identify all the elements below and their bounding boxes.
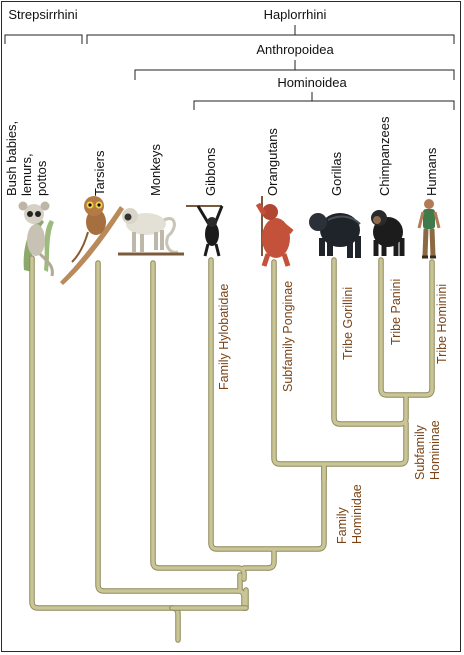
taxon-chimpanzees: Chimpanzees bbox=[377, 116, 392, 196]
strepsirrhini-label: Strepsirrhini bbox=[8, 7, 77, 22]
clade-tribe-panini: Tribe Panini bbox=[389, 279, 403, 345]
taxon-gibbons: Gibbons bbox=[203, 147, 218, 196]
taxon-bush-babies-line3: pottos bbox=[34, 160, 49, 196]
human-icon bbox=[417, 199, 441, 259]
taxon-gorillas: Gorillas bbox=[329, 151, 344, 196]
gorilla-icon bbox=[309, 213, 361, 258]
haplorrhini-label: Haplorrhini bbox=[264, 7, 327, 22]
haplorrhini-bracket bbox=[86, 25, 455, 44]
strepsirrhini-bracket bbox=[4, 34, 83, 44]
clade-family-hominidae-line2: Hominidae bbox=[350, 484, 364, 544]
gibbon-icon bbox=[186, 205, 224, 257]
taxon-orangutans: Orangutans bbox=[265, 128, 280, 196]
taxon-humans: Humans bbox=[424, 147, 439, 196]
hominoidea-label: Hominoidea bbox=[277, 75, 347, 90]
tarsier-icon bbox=[60, 196, 124, 285]
bush-baby-icon bbox=[18, 201, 54, 277]
clade-subfamily-ponginae: Subfamily Ponginae bbox=[281, 281, 295, 392]
clade-family-hominidae-line1: Family bbox=[335, 506, 349, 544]
orangutan-icon bbox=[255, 196, 294, 267]
clade-tribe-hominini: Tribe Hominini bbox=[435, 284, 449, 364]
monkey-icon bbox=[118, 208, 184, 256]
taxon-monkeys: Monkeys bbox=[148, 143, 163, 196]
taxon-tarsiers: Tarsiers bbox=[92, 150, 107, 196]
taxon-bush-babies-line1: Bush babies, bbox=[4, 121, 19, 196]
chimpanzee-icon bbox=[371, 210, 405, 256]
taxon-bush-babies-line2: lemurs, bbox=[19, 153, 34, 196]
anthropoidea-label: Anthropoidea bbox=[256, 42, 334, 57]
anthropoidea-bracket bbox=[134, 60, 455, 80]
clade-tribe-gorillini: Tribe Gorillini bbox=[341, 287, 355, 360]
clade-family-hylobatidae: Family Hylobatidae bbox=[217, 284, 231, 390]
hominoidea-bracket bbox=[193, 92, 455, 110]
tree-branches bbox=[29, 255, 435, 643]
clade-subfamily-homininae-line2: Homininae bbox=[428, 420, 442, 480]
clade-subfamily-homininae-line1: Subfamily bbox=[413, 424, 427, 480]
